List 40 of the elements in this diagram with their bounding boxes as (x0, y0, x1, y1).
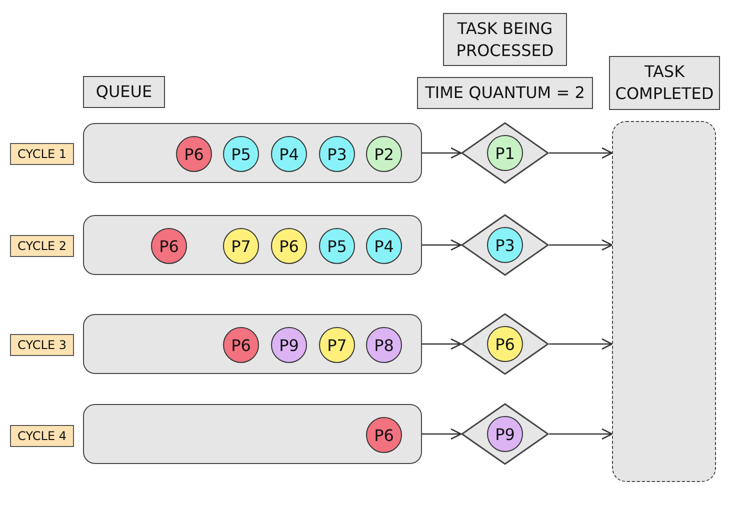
queue-box (83, 215, 422, 275)
arrow (549, 239, 613, 251)
process-circle: P7 (223, 228, 259, 264)
process-circle: P8 (366, 327, 402, 363)
arrow (422, 239, 462, 251)
process-circle: P6 (151, 228, 187, 264)
process-circle: P6 (271, 228, 307, 264)
heading-box: TASK BEING PROCESSED (443, 13, 567, 66)
cycle-label: CYCLE 2 (10, 235, 74, 257)
queue-box (83, 314, 422, 374)
arrow (549, 147, 613, 159)
queue-box (83, 404, 422, 464)
process-circle: P4 (366, 228, 402, 264)
process-circle: P4 (271, 136, 307, 172)
processing-diamond (461, 403, 549, 465)
cycle-label: CYCLE 3 (10, 334, 74, 356)
process-circle: P7 (319, 327, 355, 363)
completed-area (612, 121, 716, 482)
heading-box: QUEUE (83, 76, 165, 108)
queue-box (83, 123, 422, 183)
heading-box: TASK COMPLETED (609, 56, 720, 110)
process-circle: P6 (223, 327, 259, 363)
process-circle: P9 (271, 327, 307, 363)
arrow (549, 338, 613, 350)
process-circle: P3 (319, 136, 355, 172)
arrow (422, 338, 462, 350)
process-circle: P5 (223, 136, 259, 172)
process-circle: P5 (319, 228, 355, 264)
processing-diamond (461, 122, 549, 184)
processing-diamond (461, 214, 549, 276)
process-circle: P6 (176, 136, 212, 172)
processing-diamond (461, 313, 549, 375)
arrow (422, 428, 462, 440)
process-circle: P2 (366, 136, 402, 172)
arrow (549, 428, 613, 440)
process-circle: P6 (366, 417, 402, 453)
cycle-label: CYCLE 1 (10, 143, 74, 165)
cycle-label: CYCLE 4 (10, 425, 74, 447)
heading-box: TIME QUANTUM = 2 (417, 77, 593, 109)
arrow (422, 147, 462, 159)
